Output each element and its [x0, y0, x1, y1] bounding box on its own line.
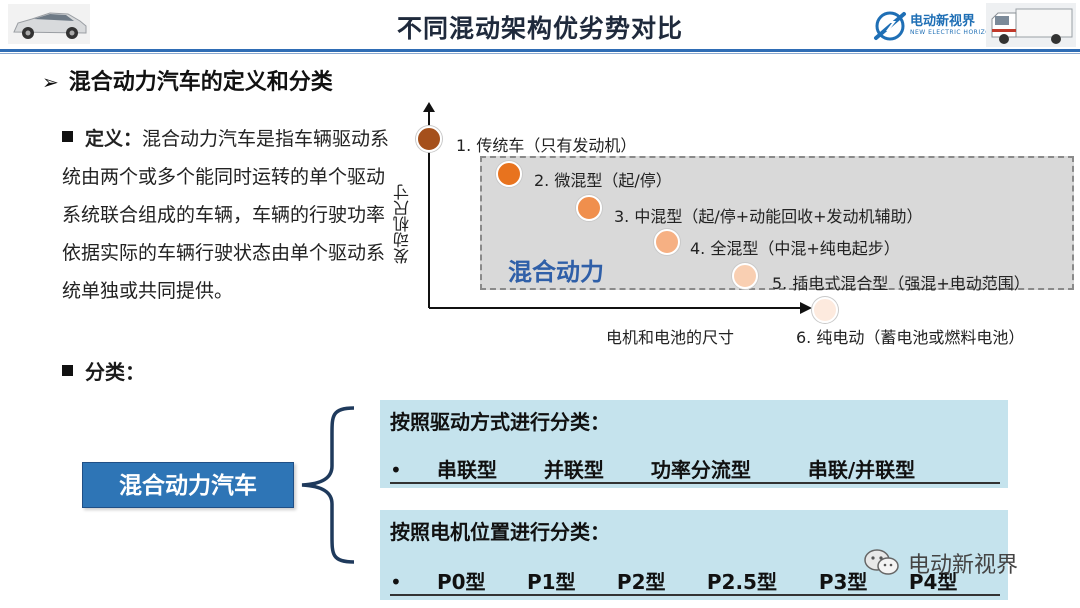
x-axis-label: 电机和电池的尺寸 [606, 328, 735, 347]
definition-text: 混合动力汽车是指车辆驱动系统由两个或多个能同时运转的单个驱动系统联合组成的车辆，… [62, 128, 390, 302]
bullet-dot-icon: • [390, 458, 402, 482]
header-divider-thin [0, 53, 1080, 54]
logo-text: 电动新视界 [910, 14, 976, 29]
watermark-text: 电动新视界 [908, 553, 1019, 578]
panel-drive-mode-items: • 串联型 并联型 功率分流型 串联/并联型 [390, 454, 1000, 484]
section-heading: ➢ 混合动力汽车的定义和分类 [42, 64, 333, 96]
panel-drive-mode: 按照驱动方式进行分类： • 串联型 并联型 功率分流型 串联/并联型 [380, 400, 1008, 488]
y-axis-label: 发动机尺寸 [393, 184, 412, 264]
header: 不同混动架构优劣势对比 电动新视界 NEW ELECTRIC HORIZON [0, 0, 1080, 50]
motor-position-p4: P4型 [908, 570, 958, 594]
page-title: 不同混动架构优劣势对比 [396, 14, 683, 43]
motor-position-p1: P1型 [526, 570, 576, 594]
level-6-label: 6. 纯电动（蓄电池或燃料电池） [796, 328, 1025, 347]
drive-type-parallel: 并联型 [543, 458, 604, 482]
definition-paragraph: 定义：混合动力汽车是指车辆驱动系统由两个或多个能同时运转的单个驱动系统联合组成的… [62, 120, 392, 310]
panel-motor-position: 按照电机位置进行分类： • P0型 P1型 P2型 P2.5型 P3型 P4型 [380, 510, 1008, 600]
hybrid-region-label: 混合动力 [508, 258, 604, 286]
car-image [8, 4, 90, 44]
drive-type-series-parallel: 串联/并联型 [807, 458, 916, 482]
bullet-dot-icon: • [390, 570, 402, 594]
x-axis-arrow-icon [800, 302, 812, 314]
header-divider [0, 49, 1080, 52]
panel-motor-position-title: 按照电机位置进行分类： [390, 520, 610, 544]
classification-label: 分类： [62, 356, 145, 385]
brand-logo: 电动新视界 NEW ELECTRIC HORIZON [872, 6, 995, 46]
panel-drive-mode-title: 按照驱动方式进行分类： [390, 410, 610, 434]
definition-label: 定义： [85, 128, 143, 150]
drive-type-power-split: 功率分流型 [650, 458, 751, 482]
level-1-marker [416, 126, 442, 152]
motor-position-p2: P2型 [616, 570, 666, 594]
wechat-icon [864, 549, 899, 575]
watermark: 电动新视界 [862, 547, 1062, 578]
panel-motor-position-items: • P0型 P1型 P2型 P2.5型 P3型 P4型 [390, 566, 1000, 596]
y-axis-arrow-icon [423, 102, 435, 112]
level-5-marker [732, 263, 758, 289]
level-1-label: 1. 传统车（只有发动机） [456, 136, 637, 155]
level-6-marker [812, 297, 838, 323]
drive-type-series: 串联型 [436, 458, 497, 482]
level-4-marker [654, 229, 680, 255]
arrow-bullet-icon: ➢ [42, 70, 59, 94]
hybrid-vehicle-box: 混合动力汽车 [82, 462, 294, 508]
logo-subtext: NEW ELECTRIC HORIZON [910, 29, 996, 36]
motor-position-p0: P0型 [436, 570, 486, 594]
motor-position-p2-5: P2.5型 [706, 570, 777, 594]
level-2-label: 2. 微混型（起/停） [534, 171, 672, 190]
logo-emblem-icon [874, 11, 906, 41]
section-heading-text: 混合动力汽车的定义和分类 [68, 70, 333, 95]
level-3-label: 3. 中混型（起/停+动能回收+发动机辅助） [614, 207, 923, 226]
level-2-marker [496, 161, 522, 187]
level-3-marker [576, 195, 602, 221]
square-bullet-icon [62, 365, 73, 376]
motor-position-p3: P3型 [818, 570, 868, 594]
hybrid-spectrum-diagram: 混合动力 发动机尺寸 电机和电池的尺寸 1. 传统车（只有发动机） 2. 微混型… [390, 100, 1080, 355]
square-bullet-icon [62, 131, 73, 142]
hybrid-region-box [480, 156, 1074, 290]
level-5-label: 5. 插电式混合型（强混+电动范围） [772, 274, 1030, 293]
truck-image [986, 3, 1076, 47]
level-4-label: 4. 全混型（中混+纯电起步） [690, 239, 900, 258]
curly-brace-icon [301, 406, 355, 564]
